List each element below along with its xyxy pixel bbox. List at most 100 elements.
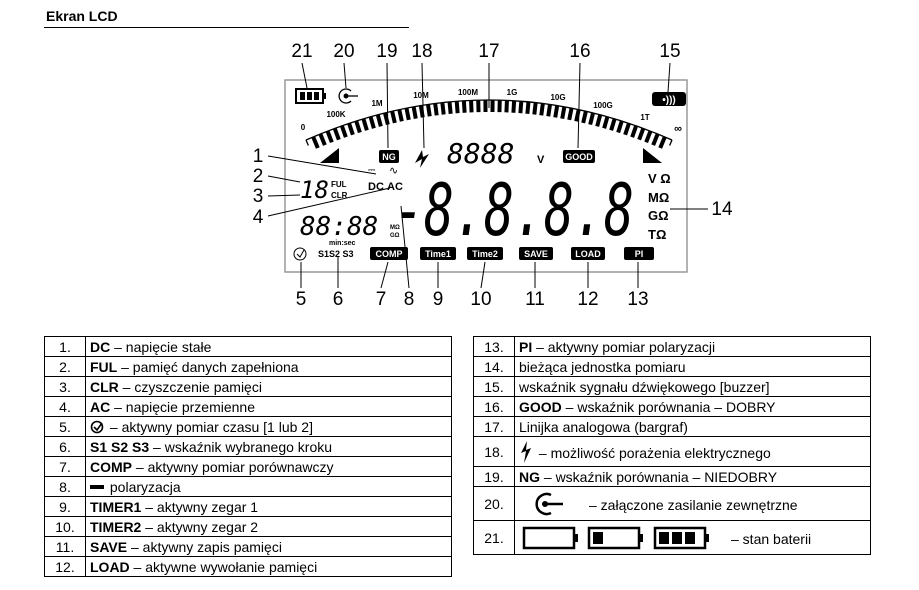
scale-100k: 100K bbox=[326, 110, 345, 119]
comp-label: COMP bbox=[376, 249, 403, 259]
lightning-icon bbox=[415, 150, 429, 168]
bargraph-segment bbox=[630, 125, 639, 138]
legend-row: 11.SAVE – aktywny zapis pamięci bbox=[44, 536, 452, 557]
bargraph-segment bbox=[305, 139, 309, 146]
callout-6: 6 bbox=[333, 289, 344, 310]
bargraph-segment bbox=[332, 127, 341, 141]
callout-12: 12 bbox=[577, 289, 598, 310]
save-label: SAVE bbox=[524, 249, 548, 259]
memory-display: 18 bbox=[300, 176, 329, 204]
bargraph-segment bbox=[616, 120, 624, 134]
callout-18: 18 bbox=[411, 41, 432, 62]
lcd-frame bbox=[284, 79, 688, 273]
time2-label: Time2 bbox=[472, 249, 498, 259]
legend-row: 15.wskaźnik sygnału dźwiękowego [buzzer] bbox=[473, 376, 871, 397]
legend-number: 5. bbox=[44, 416, 86, 437]
legend-text: wskaźnik sygnału dźwiękowego [buzzer] bbox=[519, 378, 770, 395]
small-display: 8888 bbox=[447, 137, 514, 170]
legend-row: 4.AC – napięcie przemienne bbox=[44, 396, 452, 417]
bargraph-segment bbox=[588, 112, 595, 126]
scale-10m: 10M bbox=[413, 91, 429, 100]
scale-100m: 100M bbox=[458, 88, 478, 97]
scale-100g: 100G bbox=[593, 101, 613, 110]
callout-19: 19 bbox=[376, 41, 397, 62]
bargraph-segment bbox=[518, 101, 524, 114]
legend-row: 21.– stan baterii bbox=[473, 520, 871, 555]
bargraph-segment bbox=[454, 101, 460, 114]
legend-number: 12. bbox=[44, 556, 86, 577]
legend-number: 15. bbox=[473, 376, 515, 397]
bargraph-segment bbox=[447, 101, 453, 114]
callout-20: 20 bbox=[333, 41, 354, 62]
clock-icon bbox=[293, 247, 307, 261]
ac-symbol: ∿ bbox=[389, 165, 398, 177]
scale-1t: 1T bbox=[640, 113, 649, 122]
bargraph-segment bbox=[433, 103, 439, 116]
time1-label: Time1 bbox=[425, 249, 451, 259]
bargraph-segment bbox=[426, 104, 432, 117]
legend-description: PI – aktywny pomiar polaryzacji bbox=[514, 336, 871, 357]
legend-text: – aktywne wywołanie pamięci bbox=[129, 558, 318, 575]
good-indicator bbox=[563, 150, 595, 163]
bargraph-segment bbox=[602, 116, 610, 129]
timer-unit-mohm: MΩ bbox=[390, 225, 400, 231]
legend-row: 10.TIMER2 – aktywny zegar 2 bbox=[44, 516, 452, 537]
legend-number: 1. bbox=[44, 336, 86, 357]
legend-number: 16. bbox=[473, 396, 515, 417]
scale-10g: 10G bbox=[550, 93, 565, 102]
step-indicators: S1S2 S3 bbox=[318, 249, 354, 259]
legend-description: DC – napięcie stałe bbox=[85, 336, 452, 357]
legend-text: – aktywny zegar 1 bbox=[141, 498, 259, 515]
legend-row: 8. polaryzacja bbox=[44, 476, 452, 497]
legend-row: 12.LOAD – aktywne wywołanie pamięci bbox=[44, 556, 452, 577]
ng-label: NG bbox=[382, 152, 396, 162]
legend-text: – czyszczenie pamięci bbox=[118, 378, 262, 395]
bargraph-segment bbox=[609, 118, 617, 131]
dc-symbol: ⎓ bbox=[368, 165, 375, 175]
title-rule bbox=[44, 27, 409, 28]
good-label: GOOD bbox=[565, 152, 593, 162]
ng-indicator bbox=[379, 150, 399, 163]
bargraph-segment bbox=[418, 105, 425, 118]
legend-row: 16.GOOD – wskaźnik porównania – DOBRY bbox=[473, 396, 871, 417]
pi-indicator bbox=[624, 247, 654, 260]
timer-display: 88:88 bbox=[300, 212, 378, 242]
legend-description: – załączone zasilanie zewnętrzne bbox=[514, 486, 871, 521]
legend-text: Linijka analogowa (bargraf) bbox=[519, 418, 688, 435]
bargraph-segment bbox=[397, 109, 404, 122]
callout-1: 1 bbox=[253, 146, 264, 167]
legend-text: – aktywny pomiar czasu [1 lub 2] bbox=[106, 418, 313, 435]
legend-number: 8. bbox=[44, 476, 86, 497]
legend-text: – aktywny zapis pamięci bbox=[127, 538, 282, 555]
buzzer-icon bbox=[652, 92, 686, 106]
legend-row: 13.PI – aktywny pomiar polaryzacji bbox=[473, 336, 871, 357]
legend-number: 10. bbox=[44, 516, 86, 537]
bargraph-segment bbox=[581, 110, 588, 124]
battery-icon bbox=[295, 88, 326, 104]
unit-tohm: TΩ bbox=[648, 227, 666, 242]
bargraph-segment bbox=[368, 116, 376, 129]
callout-14: 14 bbox=[711, 199, 733, 220]
small-display-unit: V bbox=[537, 154, 545, 166]
callout-3: 3 bbox=[253, 186, 264, 207]
legend-description: CLR – czyszczenie pamięci bbox=[85, 376, 452, 397]
legend-row: 19.NG – wskaźnik porównania – NIEDOBRY bbox=[473, 466, 871, 487]
legend-key: FUL bbox=[90, 358, 118, 375]
callout-17: 17 bbox=[478, 41, 499, 62]
time2-indicator bbox=[467, 247, 503, 260]
legend-description: TIMER2 – aktywny zegar 2 bbox=[85, 516, 452, 537]
legend-key: DC bbox=[90, 338, 111, 355]
legend-key: LOAD bbox=[90, 558, 130, 575]
load-indicator bbox=[571, 247, 605, 260]
legend-row: 9.TIMER1 – aktywny zegar 1 bbox=[44, 496, 452, 517]
legend-description: FUL – pamięć danych zapełniona bbox=[85, 356, 452, 377]
bargraph-segment bbox=[669, 139, 673, 146]
scale-0: 0 bbox=[301, 123, 306, 132]
lcd-diagram: 21 20 19 18 17 16 15 1 2 3 4 14 5 6 7 8 … bbox=[253, 41, 733, 310]
unit-gohm: GΩ bbox=[648, 208, 669, 223]
legend-key: S1 S2 S3 bbox=[90, 438, 150, 455]
legend-row: 14.bieżąca jednostka pomiaru bbox=[473, 356, 871, 377]
bargraph-segment bbox=[532, 102, 538, 115]
bargraph-segment bbox=[525, 101, 531, 114]
legend-text: – pamięć danych zapełniona bbox=[117, 358, 299, 375]
